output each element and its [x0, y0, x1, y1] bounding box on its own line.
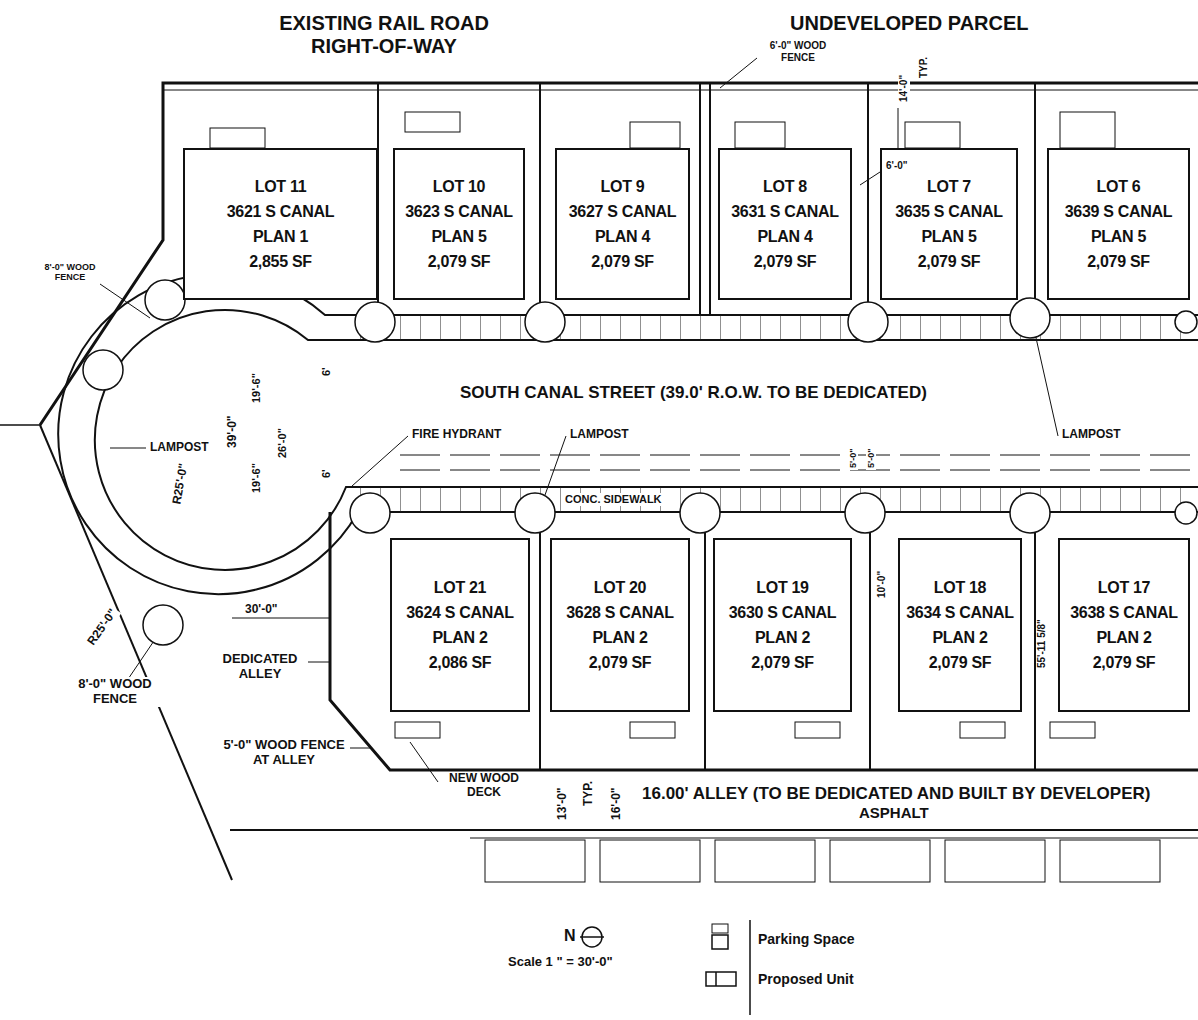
lot-detail: PLAN 2	[932, 625, 987, 650]
plan-label: 6'	[320, 467, 333, 480]
plan-label: FIRE HYDRANT	[410, 428, 503, 442]
plan-label: LAMPOST	[1060, 428, 1123, 442]
lot-detail: 3624 S CANAL	[406, 600, 514, 625]
plan-label: NEW WOOD DECK	[440, 772, 528, 800]
lot-number: LOT 8	[763, 174, 807, 199]
lot-number: LOT 21	[434, 575, 486, 600]
lot-detail: 2,079 SF	[589, 650, 652, 675]
lot-box: LOT 103623 S CANALPLAN 52,079 SF	[393, 148, 525, 300]
lot-box: LOT 173638 S CANALPLAN 22,079 SF	[1058, 538, 1190, 712]
plan-label: 6'-0" WOOD FENCE	[760, 40, 836, 63]
plan-label: 10'-0"	[876, 569, 888, 600]
lot-box: LOT 63639 S CANALPLAN 52,079 SF	[1047, 148, 1190, 300]
lot-detail: PLAN 2	[432, 625, 487, 650]
lot-detail: 3621 S CANAL	[227, 199, 335, 224]
lot-detail: 2,079 SF	[591, 249, 654, 274]
plan-label: 5'-0"	[866, 447, 876, 470]
lot-detail: 3630 S CANAL	[729, 600, 837, 625]
lot-box: LOT 113621 S CANALPLAN 12,855 SF	[183, 148, 378, 300]
plan-label: R25'-0"	[84, 605, 121, 650]
plan-label: LAMPOST	[148, 441, 211, 455]
lot-box: LOT 213624 S CANALPLAN 22,086 SF	[390, 538, 530, 712]
lot-box: LOT 83631 S CANALPLAN 42,079 SF	[718, 148, 852, 300]
lot-detail: PLAN 5	[921, 224, 976, 249]
lot-detail: PLAN 2	[1096, 625, 1151, 650]
lot-number: LOT 6	[1097, 174, 1141, 199]
lot-number: LOT 9	[601, 174, 645, 199]
plan-label: 5'-0"	[848, 447, 858, 470]
lot-detail: 3631 S CANAL	[731, 199, 839, 224]
plan-label: LAMPOST	[568, 428, 631, 442]
plan-label: TYP.	[918, 55, 930, 80]
lot-detail: 2,855 SF	[249, 249, 312, 274]
plan-label: N	[562, 927, 578, 945]
lot-number: LOT 20	[594, 575, 646, 600]
lot-number: LOT 7	[927, 174, 971, 199]
plan-label: 5'-0" WOOD FENCE AT ALLEY	[218, 738, 350, 768]
plan-label: DEDICATED ALLEY	[212, 652, 308, 682]
lot-detail: PLAN 4	[757, 224, 812, 249]
lot-detail: 2,079 SF	[1093, 650, 1156, 675]
lot-number: LOT 19	[756, 575, 808, 600]
lot-detail: 2,079 SF	[751, 650, 814, 675]
plan-label: 26'-0"	[276, 426, 289, 460]
plan-label: 30'-0"	[243, 603, 280, 617]
lot-detail: 3623 S CANAL	[405, 199, 513, 224]
lot-detail: 3638 S CANAL	[1070, 600, 1178, 625]
lot-detail: PLAN 2	[755, 625, 810, 650]
plan-label: CONC. SIDEWALK	[563, 493, 664, 506]
plan-label: 8'-0" WOOD FENCE	[64, 677, 166, 707]
plan-label: 14'-0"	[898, 73, 910, 104]
plan-label: 16'-0"	[610, 785, 624, 822]
lot-detail: 2,086 SF	[429, 650, 492, 675]
plan-label: 19'-6"	[250, 461, 263, 495]
lot-detail: PLAN 2	[592, 625, 647, 650]
lot-box: LOT 193630 S CANALPLAN 22,079 SF	[713, 538, 852, 712]
plan-label: 55'-11 5/8"	[1036, 617, 1048, 670]
plan-label: 8'-0" WOOD FENCE	[36, 262, 104, 283]
lot-number: LOT 17	[1098, 575, 1150, 600]
plan-label: 16.00' ALLEY (TO BE DEDICATED AND BUILT …	[640, 784, 1152, 804]
lot-detail: 2,079 SF	[929, 650, 992, 675]
plan-label: Scale 1 " = 30'-0"	[506, 955, 615, 970]
lot-detail: 2,079 SF	[918, 249, 981, 274]
legend-text: Parking Space	[758, 931, 855, 947]
lot-detail: PLAN 1	[253, 224, 308, 249]
plan-label: EXISTING RAIL ROAD RIGHT-OF-WAY	[262, 12, 506, 58]
legend-text: Proposed Unit	[758, 971, 854, 987]
lot-detail: PLAN 5	[1091, 224, 1146, 249]
plan-label: 6'-0"	[884, 160, 910, 172]
lot-detail: 3628 S CANAL	[566, 600, 674, 625]
plan-label: ASPHALT	[857, 804, 931, 821]
plan-label: SOUTH CANAL STREET (39.0' R.O.W. TO BE D…	[458, 383, 929, 403]
lot-detail: 3635 S CANAL	[895, 199, 1003, 224]
plan-label: 6'	[320, 365, 333, 378]
lot-number: LOT 10	[433, 174, 485, 199]
plan-label: 19'-6"	[250, 371, 263, 405]
plan-label: TYP.	[582, 779, 596, 808]
plan-label: 39'-0"	[226, 413, 240, 450]
lot-box: LOT 93627 S CANALPLAN 42,079 SF	[555, 148, 690, 300]
lot-detail: 3627 S CANAL	[569, 199, 677, 224]
lot-detail: PLAN 4	[595, 224, 650, 249]
lot-detail: 2,079 SF	[1087, 249, 1150, 274]
lot-number: LOT 18	[934, 575, 986, 600]
lot-detail: 3639 S CANAL	[1065, 199, 1173, 224]
lot-box: LOT 183634 S CANALPLAN 22,079 SF	[898, 538, 1022, 712]
plan-label: UNDEVELOPED PARCEL	[788, 12, 1031, 35]
plan-label: 13'-0"	[556, 785, 570, 822]
lot-box: LOT 203628 S CANALPLAN 22,079 SF	[550, 538, 690, 712]
lot-detail: PLAN 5	[431, 224, 486, 249]
lot-detail: 3634 S CANAL	[906, 600, 1014, 625]
lot-number: LOT 11	[255, 174, 307, 199]
lot-detail: 2,079 SF	[428, 249, 491, 274]
lot-detail: 2,079 SF	[754, 249, 817, 274]
plan-label: R25'-0"	[170, 460, 191, 507]
